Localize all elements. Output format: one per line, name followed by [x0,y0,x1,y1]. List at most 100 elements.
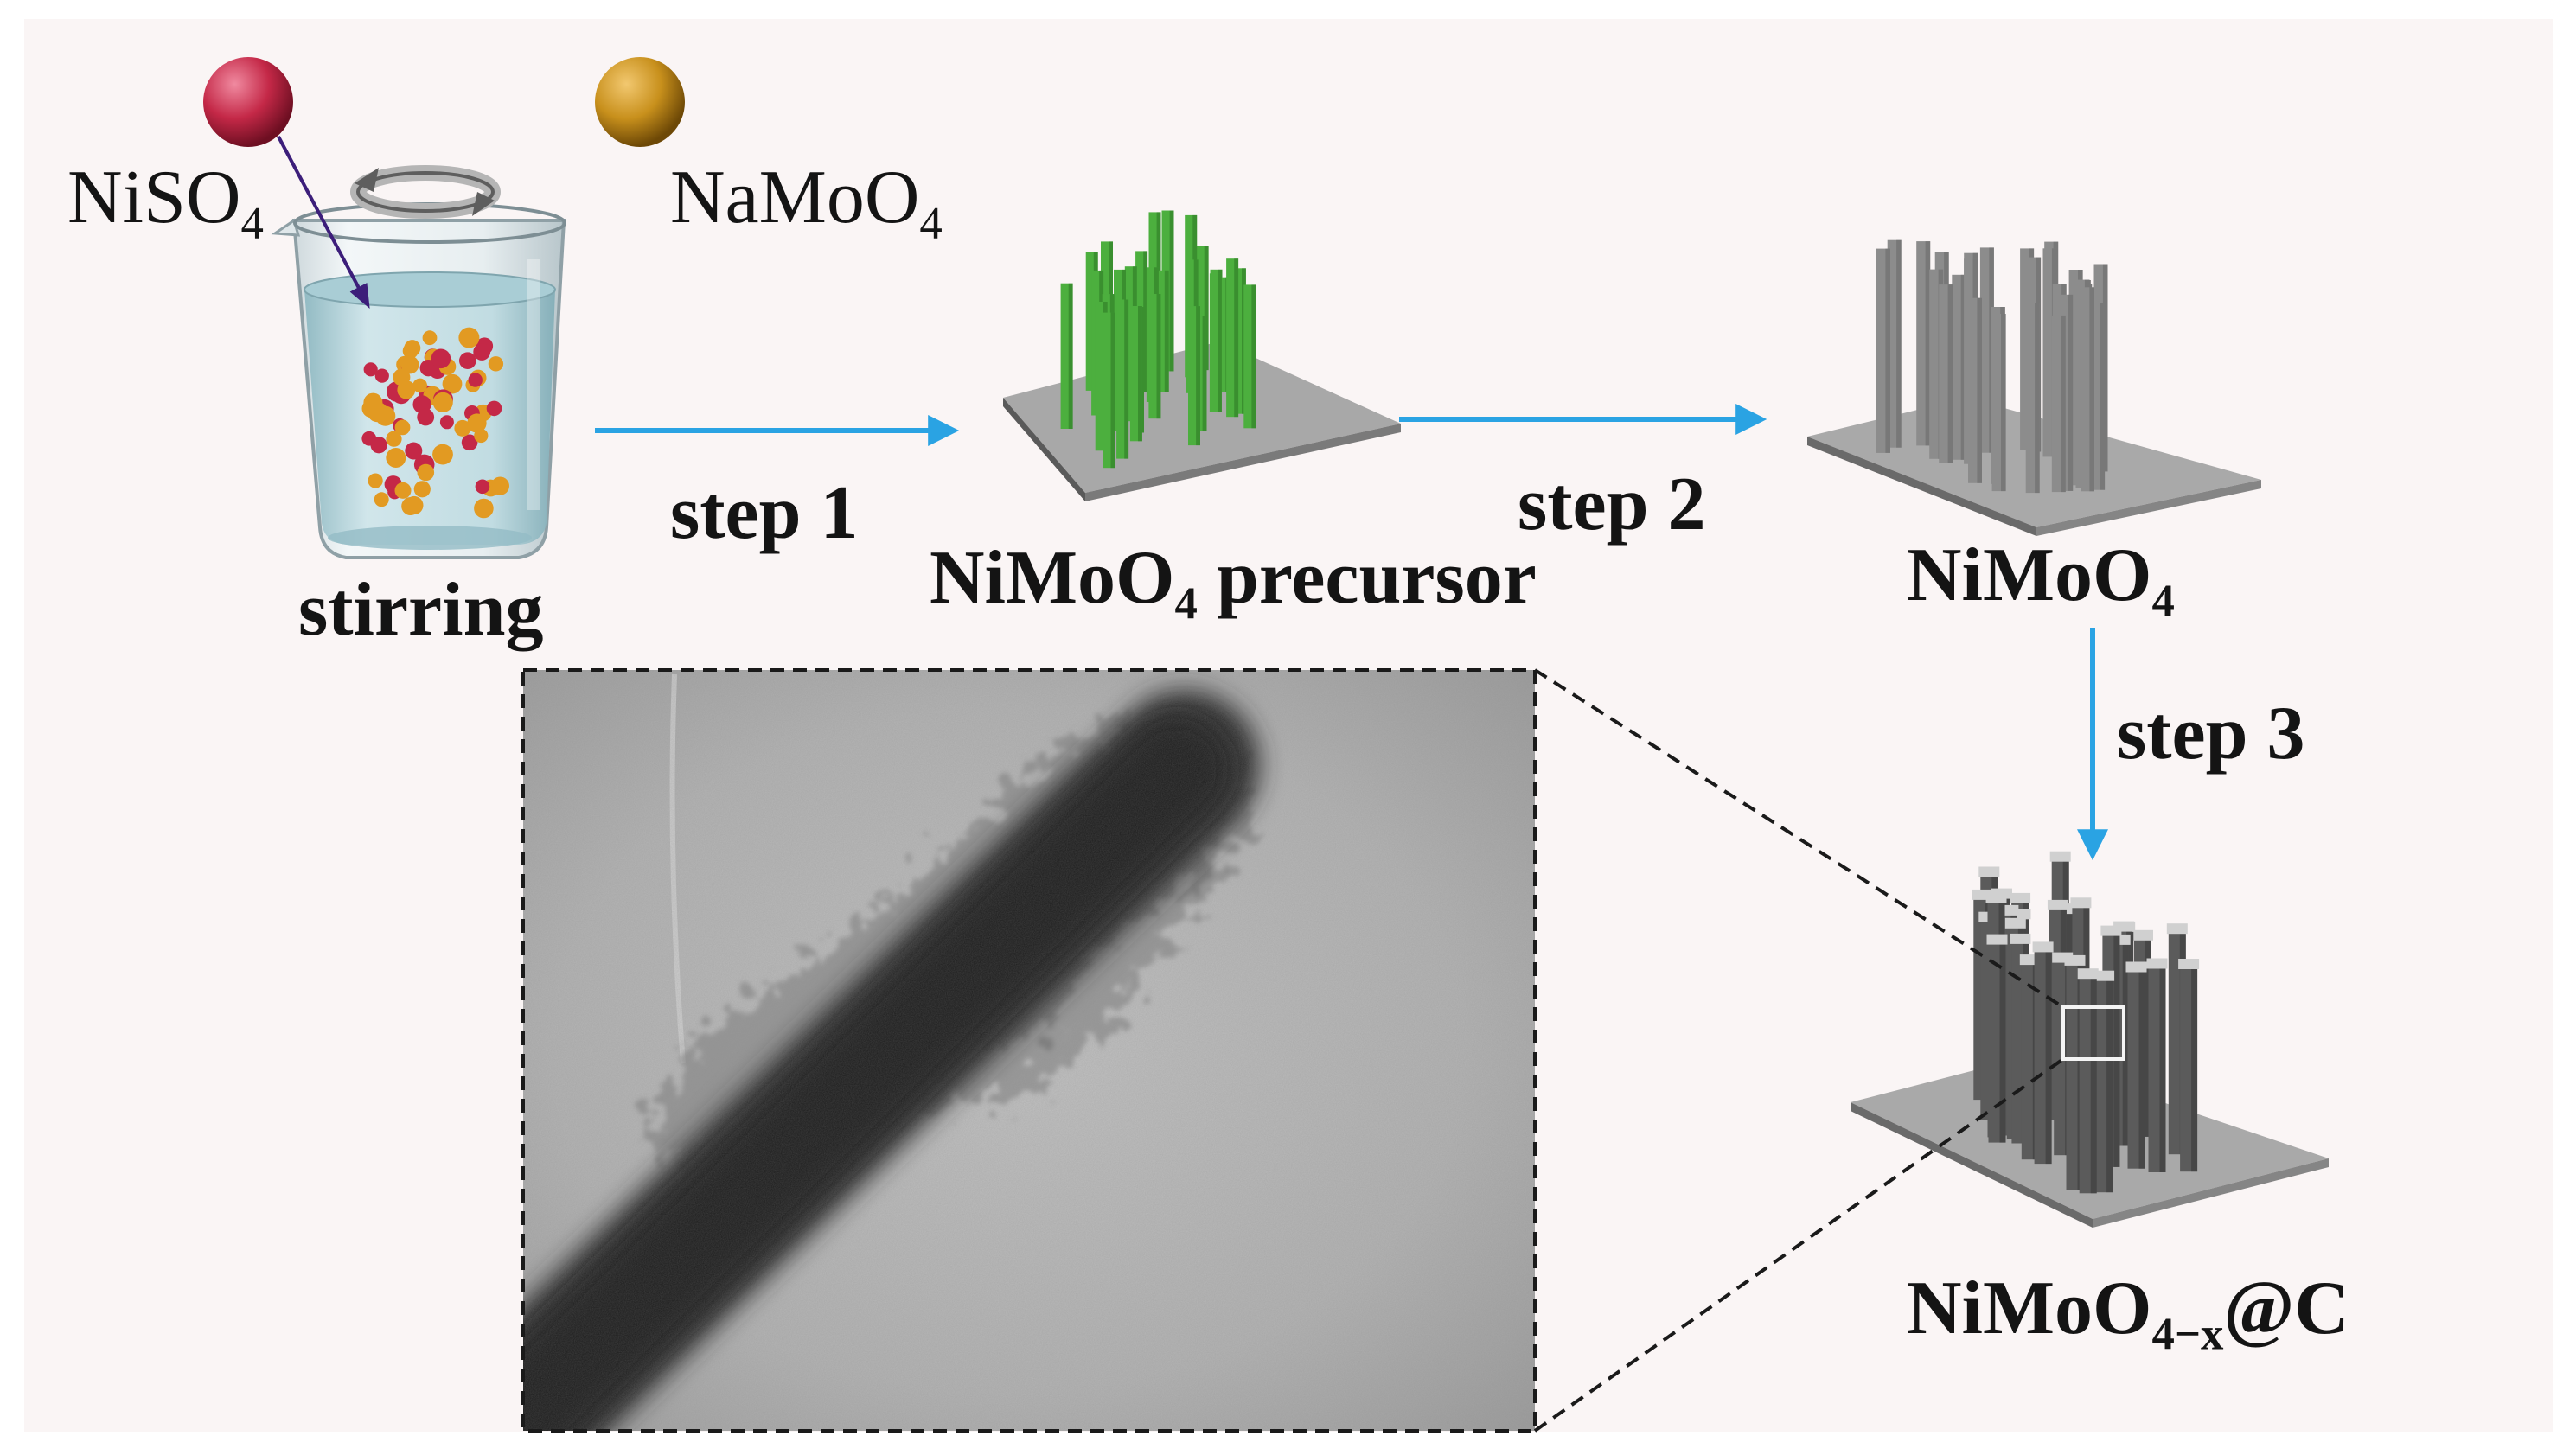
solution-particle [468,373,483,387]
solution-particle [417,408,435,426]
solution-particle [432,444,453,465]
solution-particle [459,352,476,370]
nanorod-tip [1978,866,2000,877]
nanorod-shade [1896,239,1902,448]
solution-particle [488,356,504,372]
nanorod-shade [1218,273,1222,412]
solution-particle [417,463,435,482]
sodium-molybdate-label: NaMoO4 [670,156,943,249]
nanorod-shade [1234,258,1239,418]
solution-particle [458,327,480,348]
solution-particle [401,497,420,515]
nanorod-shade [1202,316,1207,431]
solution-particle [374,368,389,383]
nanorod-tip [2070,897,2092,909]
nanorod-shade [1196,306,1200,446]
nanorod-tip [1985,892,2007,903]
solution-particle [474,498,494,519]
nanorod-shade [2191,962,2198,1172]
nanorod-shade [1885,248,1890,453]
solution-particle [432,392,453,412]
zoom-line-top [1533,668,2065,1009]
nanorod-shade [2090,972,2097,1194]
final-product-label: NiMoO4−x@C [1907,1267,2349,1360]
solution-particle [454,419,471,437]
nanorod-shade [1251,284,1256,429]
solution-particle [404,340,421,357]
stirring-label: stirring [298,568,544,652]
nanorod-tip [2047,899,2068,910]
solution-particle [419,360,437,377]
zoom-line-bottom [1533,1057,2065,1433]
solution-particle [367,401,388,423]
nanorod-shade [2068,294,2074,491]
nanorod-shade [1143,251,1148,392]
nanorod-shade [1204,246,1209,371]
solution-particle [412,378,428,393]
solution-particle [386,431,402,447]
nanorod-shade [2102,264,2108,472]
solution-particle [461,434,478,451]
nanorod-shade [1169,210,1174,372]
nanorod-tip [1986,934,2008,945]
solution-particle [413,481,431,498]
solution-particle [394,419,411,436]
solution-particle [386,448,406,468]
nanorod-shade [2159,961,2166,1172]
nanorod-shade [1999,937,2006,1143]
nanorod-tip [2093,970,2115,981]
nanorod-shade [1068,283,1073,429]
solution-particle [473,343,491,361]
solution-particle [405,442,423,460]
solution-particle [486,400,502,417]
nickel-precursor-ball [203,57,293,147]
nanorod-shade [1156,294,1161,419]
nanorod-tip [2132,929,2153,941]
nanorod-shade [1977,297,1982,483]
precursor-label: NiMoO4 precursor [930,536,1537,629]
solution-particle [431,348,451,369]
nanorod-shade [2113,929,2120,1167]
nanorod-tip [2004,917,2026,929]
nanorod-shade [2035,303,2040,494]
nanorod-shade [2089,287,2094,492]
nanorod-shade [2001,314,2006,492]
nanorod-shade [2100,303,2106,490]
solution-particle [394,482,412,499]
solution-particle [363,362,378,377]
nanorod-tip [2100,925,2122,936]
solution-particle [393,368,411,386]
solution-particle [368,473,383,488]
nanorod-shade [2061,315,2066,493]
solution-particle [439,415,454,430]
nanorod-tip [2178,959,2200,969]
carbon-coated-nanorod-array [1851,851,2329,1228]
nanorod-shade [1124,299,1129,459]
solution-particle [474,428,489,444]
nanorod-tip [2049,851,2071,862]
nanorod-tip [2166,923,2188,935]
nanorod-tip [2125,961,2147,973]
nanorod-shade [1164,270,1169,392]
drop-arrow [277,136,370,309]
step-3-label: step 3 [2117,692,2305,775]
stirring-beaker [271,202,566,559]
molybdate-precursor-ball [595,57,685,147]
nanorod-shade [2045,945,2052,1165]
nanorod-tip [2146,958,2168,969]
solution-particle [374,492,389,507]
solution-particle [467,413,487,433]
nanorod-shade [1960,274,1966,460]
step-1-label: step 1 [670,471,859,555]
nanorod-shade [2106,973,2113,1193]
nanorod-shade [1925,241,1931,446]
nanorod-tip [2010,933,2031,944]
nanorod-tip [2010,892,2031,903]
tem-inset-frame [521,668,1537,1433]
nanorod-shade [2122,937,2129,1146]
solution-particle [442,373,463,394]
solution-particle [422,330,438,346]
solution-particle [400,355,419,374]
